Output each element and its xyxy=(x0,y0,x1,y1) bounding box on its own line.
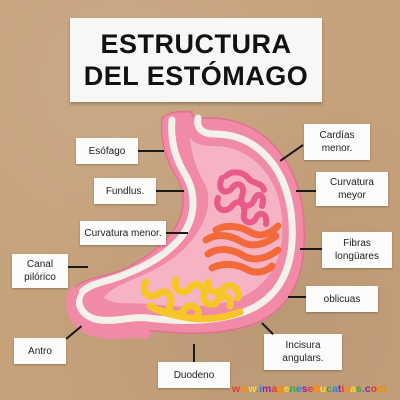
label-cardias: Cardías menor. xyxy=(304,124,370,160)
label-curvatura-menor: Curvatura menor. xyxy=(80,221,166,245)
pink-folds xyxy=(214,169,270,227)
title-card: ESTRUCTURA DEL ESTÓMAGO xyxy=(70,18,322,102)
duodenum-tube xyxy=(66,287,151,340)
yellow-folds xyxy=(140,276,244,323)
leader-curvatura-menor xyxy=(166,232,188,234)
stomach-white-band xyxy=(75,114,296,324)
label-canal-pilorico: Canal pilórico xyxy=(12,254,68,288)
label-esofago: Esófago xyxy=(76,138,138,164)
leader-fundus xyxy=(156,190,184,192)
leader-canal-pilorico xyxy=(68,266,88,268)
label-incisura: Incisura angulars. xyxy=(264,334,342,370)
label-antro: Antro xyxy=(14,338,66,364)
label-curvatura-mayor: Curvatura meyor xyxy=(316,172,388,206)
watermark-text: www.imageneseducativas.com xyxy=(232,383,387,395)
leader-duodeno xyxy=(193,344,195,362)
leader-curvatura-mayor xyxy=(296,190,316,192)
leader-fibras xyxy=(300,248,322,250)
label-duodeno: Duodeno xyxy=(158,362,230,388)
title-line-2: DEL ESTÓMAGO xyxy=(83,61,309,91)
title-line-1: ESTRUCTURA xyxy=(100,29,292,59)
label-oblicuas: oblicuas xyxy=(306,286,378,312)
label-fibras: Fibras longüares xyxy=(322,232,392,268)
leader-oblicuas xyxy=(288,296,306,298)
label-fundus: Fundlus. xyxy=(94,178,156,204)
orange-folds xyxy=(202,222,282,276)
leader-esofago xyxy=(138,150,164,152)
